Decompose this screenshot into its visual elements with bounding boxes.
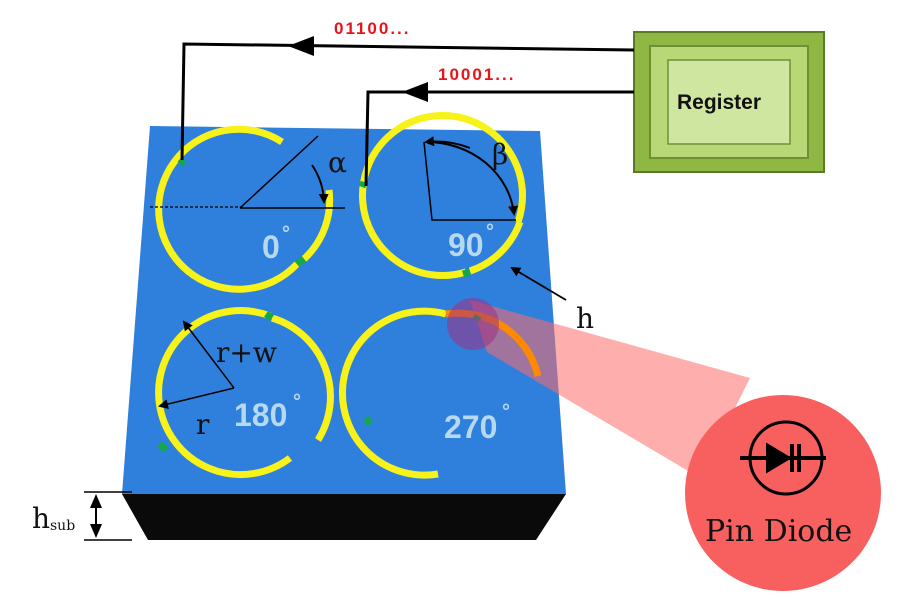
alpha-symbol: α — [328, 146, 347, 179]
control-line-top-arrow — [288, 36, 314, 56]
substrate-top — [122, 126, 566, 494]
bitstream-second: 10001... — [438, 65, 515, 84]
beta-symbol: β — [492, 138, 508, 171]
unit-cell-0: α 0 ° — [150, 125, 347, 293]
diode-highlight — [447, 298, 499, 350]
pin-180 — [264, 311, 274, 321]
phase-label-0: 0 — [262, 229, 280, 265]
h-arrow — [510, 266, 567, 301]
r-line — [158, 387, 235, 409]
phase-label-270: 270 — [444, 409, 497, 445]
degree-sign-180: ° — [293, 391, 301, 413]
hsub-subscript: sub — [50, 518, 75, 534]
ring-90-arc-a — [359, 112, 526, 280]
diode-icon — [740, 420, 826, 496]
pin-270-b — [363, 416, 373, 426]
pin-0 — [294, 256, 307, 267]
degree-sign-270: ° — [502, 401, 510, 423]
ring-270-arc-a — [338, 307, 447, 479]
ring-90-arc-b — [468, 220, 524, 275]
rw-line — [182, 320, 235, 389]
ring-180-arc-b — [270, 314, 334, 442]
r-symbol: r — [196, 408, 210, 441]
rw-symbol: r+w — [216, 336, 277, 369]
zoom-cone — [470, 300, 750, 478]
beta-lines — [423, 141, 516, 221]
ring-0-arc-b — [301, 189, 334, 262]
hsub-symbol: h — [32, 502, 50, 535]
pin-90-b — [358, 180, 368, 189]
control-line-second-arrow — [402, 82, 428, 102]
alpha-line-diagonal — [239, 135, 319, 209]
substrate-side — [122, 494, 566, 540]
register-label: Register — [677, 91, 761, 114]
hsub-arrow-down — [90, 524, 102, 538]
control-line-second — [364, 90, 634, 187]
degree-sign-90: ° — [486, 221, 494, 243]
pin-90 — [462, 268, 471, 278]
alpha-arc — [311, 164, 329, 204]
hsub-arrow-up — [90, 494, 102, 508]
pin-diode-label: Pin Diode — [705, 514, 852, 549]
phase-label-180: 180 — [234, 397, 287, 433]
beta-arc-start — [424, 136, 471, 149]
control-line-top — [180, 42, 635, 161]
pin-0-b — [177, 157, 187, 167]
pin-180-b — [157, 441, 169, 453]
ring-0-arc-a — [155, 125, 300, 293]
h-symbol: h — [576, 302, 594, 335]
unit-cell-270: 270 ° — [338, 307, 542, 479]
phase-label-90: 90 — [448, 227, 484, 263]
bitstream-top: 01100... — [334, 19, 411, 38]
unit-cell-180: r+w r 180 ° — [155, 307, 334, 479]
beta-arc — [425, 140, 519, 216]
degree-sign-0: ° — [282, 223, 290, 245]
unit-cell-90: β 90 ° — [358, 112, 526, 280]
register-box: Register — [633, 31, 825, 173]
